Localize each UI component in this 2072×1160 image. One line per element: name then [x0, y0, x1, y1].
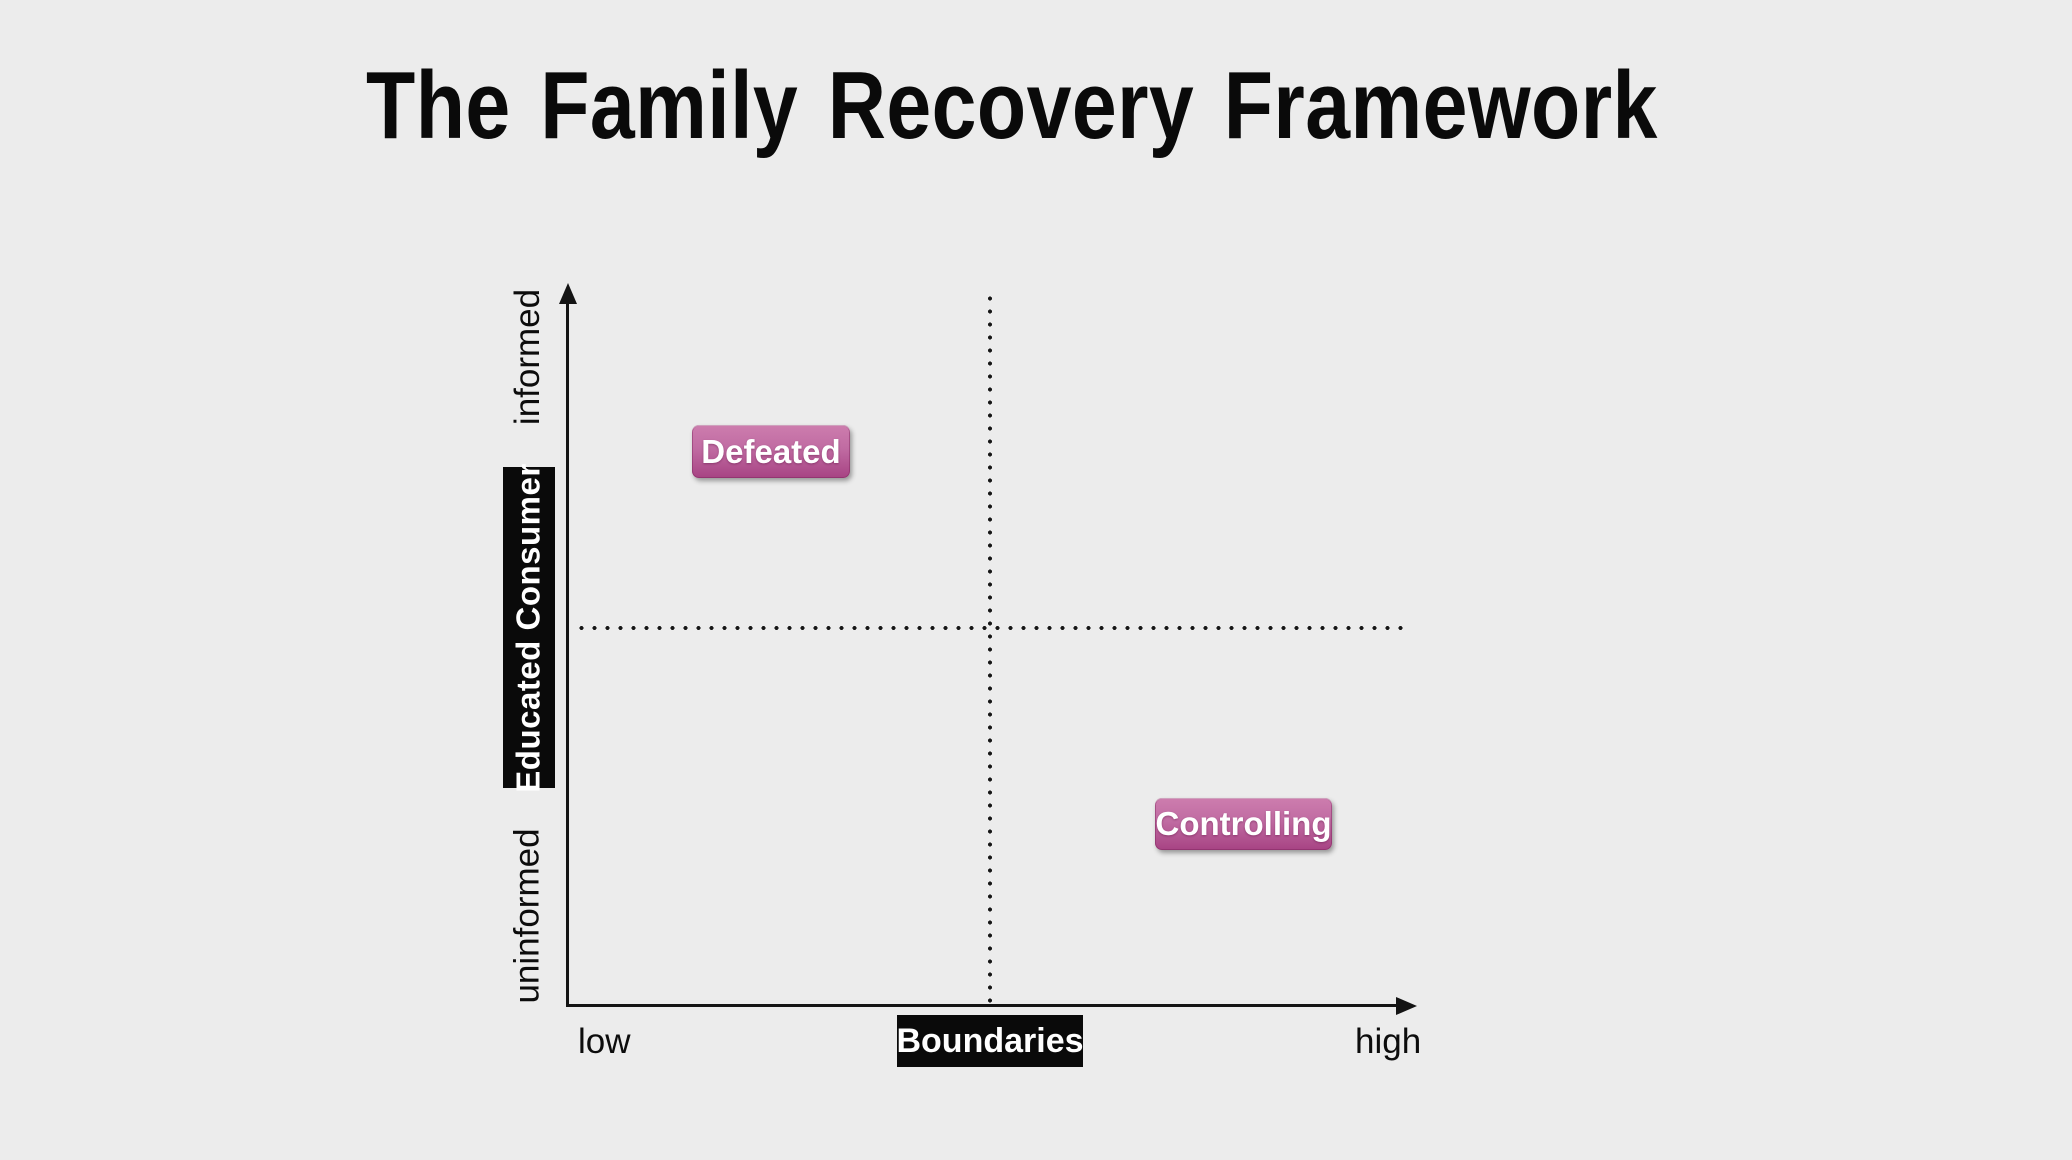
x-axis-title: Boundaries — [896, 1021, 1084, 1060]
vertical-divider-dotted — [987, 292, 993, 1004]
x-axis-title-box: Boundaries — [896, 1015, 1084, 1067]
page-title: The Family Recovery Framework — [0, 52, 2048, 159]
x-axis-min-label: low — [578, 1022, 631, 1061]
x-axis-arrowhead-icon — [1396, 997, 1417, 1015]
badge-defeated: Defeated — [692, 425, 850, 478]
y-axis-max-label: informed — [508, 288, 548, 426]
y-axis-min-label: uninformed — [508, 828, 548, 1004]
page-title-text: The Family Recovery Framework — [366, 52, 1658, 159]
y-axis-line — [566, 291, 569, 1007]
y-axis-title-box: Educated Consumer — [503, 463, 555, 792]
x-axis-line — [566, 1004, 1398, 1007]
x-axis-max-label: high — [1355, 1022, 1422, 1061]
y-axis-title: Educated Consumer — [510, 462, 547, 793]
badge-controlling-label: Controlling — [1155, 805, 1332, 842]
badge-defeated-label: Defeated — [701, 432, 841, 470]
y-axis-min-label-wrap: uninformed — [505, 828, 551, 1004]
y-axis-max-label-wrap: informed — [505, 287, 551, 427]
quadrant-diagram — [430, 220, 1490, 1100]
y-axis-arrowhead-icon — [559, 283, 577, 304]
badge-controlling: Controlling — [1155, 798, 1332, 850]
